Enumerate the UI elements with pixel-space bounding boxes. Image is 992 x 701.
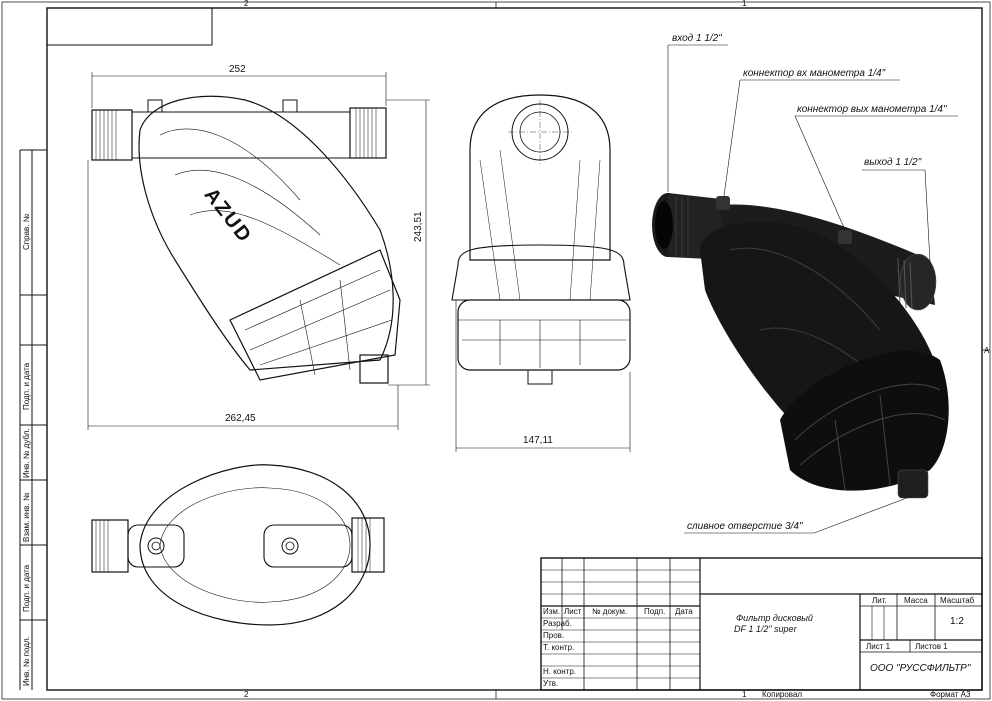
rev-header-data: Дата [675,607,693,616]
rev-header-podp: Подп. [644,607,666,616]
side-label-sprav: Справ. № [22,213,31,250]
dim-front-top-width: 252 [229,64,246,75]
title-line-1: Фильтр дисковый [736,613,813,623]
rev-header-list: Лист [564,607,582,616]
footer-format: Формат А3 [930,690,971,699]
role-razrab: Разраб. [543,619,572,628]
front-view [87,72,430,430]
dim-front-bottom-width: 262,45 [225,413,256,424]
scale-label: Масштаб [940,596,975,605]
isometric-view [652,44,958,534]
callout-inlet-gauge: коннектор вх манометра 1/4" [743,68,886,79]
callout-inlet: вход 1 1/2" [672,33,722,44]
role-prov: Пров. [543,631,565,640]
callout-outlet: выход 1 1/2" [864,157,922,168]
dim-front-height: 243,51 [413,211,424,242]
dim-side-width: 147,11 [523,435,553,446]
side-label-vzam-inv: Взам. инв. № [22,492,31,542]
rev-header-izm: Изм. [543,607,561,616]
callout-drain: сливное отверстие 3/4" [687,521,803,532]
side-label-podp-data-2: Подп. и дата [22,362,31,410]
role-t-kontr: Т. контр. [543,643,575,652]
role-n-kontr: Н. контр. [543,667,577,676]
company-name: ООО "РУССФИЛЬТР" [870,663,971,674]
zone-top-left: 2 [244,0,249,8]
sheet-label: Лист 1 [866,642,891,651]
zone-right-edge: A [984,346,990,355]
title-line-2: DF 1 1/2" super [734,624,797,634]
side-label-podp-data-1: Подп. и дата [22,564,31,612]
zone-bottom-left: 2 [244,690,249,699]
scale-value: 1:2 [950,616,964,627]
side-label-inv-podl: Инв. № подл. [22,636,31,686]
top-view [91,464,385,626]
lit-label: Лит. [872,596,887,605]
callout-outlet-gauge: коннектор вых манометра 1/4" [797,104,947,115]
side-view [451,94,631,452]
rev-header-doc: № докум. [592,607,628,616]
role-utv: Утв. [543,679,559,688]
zone-bottom-right: 1 [742,690,747,699]
sheets-label: Листов 1 [915,642,948,651]
side-label-inv-dubl: Инв. № дубл. [22,428,31,478]
mass-label: Масса [904,596,928,605]
zone-top-right: 1 [742,0,747,8]
footer-copied: Копировал [762,690,803,699]
